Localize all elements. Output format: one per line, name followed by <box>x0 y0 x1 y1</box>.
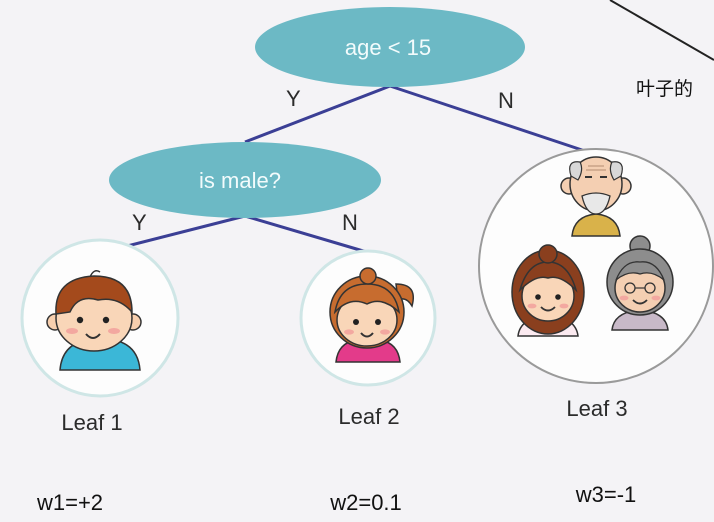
root-node-label: age < 15 <box>345 35 431 60</box>
leaf-2-weight: w2=0.1 <box>329 490 402 515</box>
edge-label-root-no: N <box>498 88 514 113</box>
internal-node: is male? <box>109 142 381 218</box>
root-node: age < 15 <box>255 7 525 87</box>
leaf-2-label: Leaf 2 <box>338 404 399 429</box>
side-note-text: 叶子的 <box>636 78 694 100</box>
leaf-3 <box>478 148 714 384</box>
grandma-icon <box>606 235 674 331</box>
leaf-1 <box>20 238 180 398</box>
edge-label-internal-yes: Y <box>132 210 147 235</box>
girl-icon <box>329 267 414 363</box>
internal-node-label: is male? <box>199 168 281 193</box>
grandpa-icon <box>560 156 632 237</box>
leaf-1-label: Leaf 1 <box>61 410 122 435</box>
offscreen-connector-line <box>609 0 714 61</box>
woman-icon <box>511 244 585 337</box>
edge-label-root-yes: Y <box>286 86 301 111</box>
edge-root-to-leaf3 <box>389 84 589 154</box>
edge-root-to-internal <box>244 84 391 144</box>
boy-icon <box>46 270 142 371</box>
edge-label-internal-no: N <box>342 210 358 235</box>
leaf-1-weight: w1=+2 <box>36 490 103 515</box>
leaf-3-weight: w3=-1 <box>575 482 637 507</box>
leaf-3-label: Leaf 3 <box>566 396 627 421</box>
leaf-2 <box>299 249 437 387</box>
edge-internal-to-leaf2 <box>244 214 371 255</box>
